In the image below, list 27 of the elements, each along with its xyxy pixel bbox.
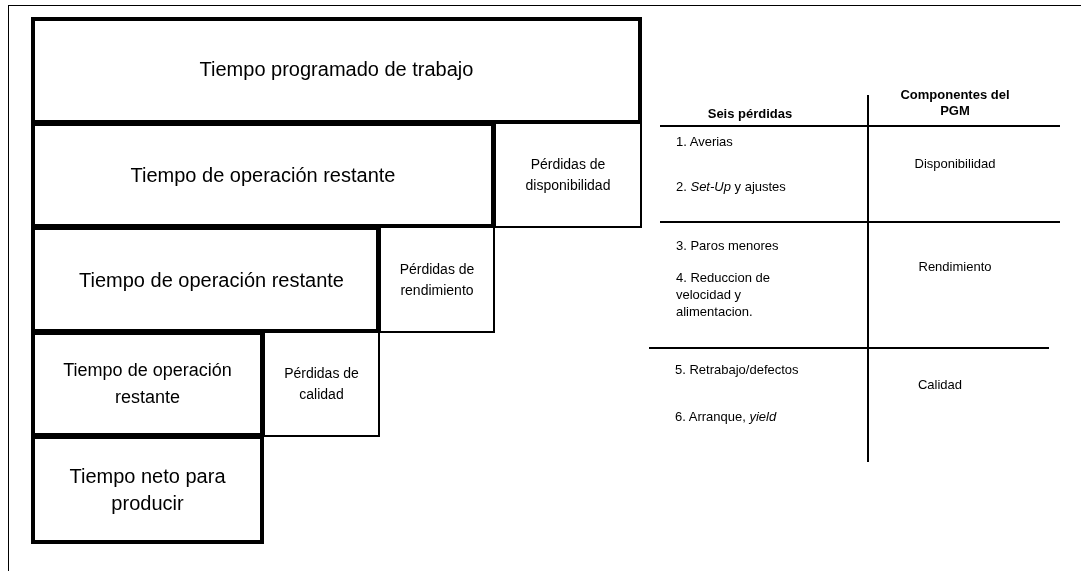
component-name: Disponibilidad bbox=[913, 155, 997, 173]
box-label: Tiempo programado de trabajo bbox=[198, 56, 475, 82]
component-name: Calidad bbox=[916, 376, 964, 394]
box-label: Pérdidas de rendimiento bbox=[398, 259, 476, 300]
box-label: Pérdidas de disponibilidad bbox=[524, 155, 612, 195]
time-box bbox=[31, 435, 264, 544]
box-label: Tiempo neto para producir bbox=[68, 463, 227, 516]
box-label: Pérdidas de calidad bbox=[283, 364, 360, 404]
loss-item: 3. Paros menores bbox=[676, 237, 780, 255]
time-box bbox=[261, 331, 380, 437]
box-label: Tiempo de operación restante bbox=[62, 359, 233, 409]
time-box bbox=[31, 122, 495, 228]
loss-item: 5. Retrabajo/defectos bbox=[675, 361, 800, 379]
loss-item: 6. Arranque, yield bbox=[675, 408, 778, 426]
loss-item: 1. Averias bbox=[676, 133, 734, 151]
component-name: Rendimiento bbox=[917, 258, 993, 276]
time-box bbox=[31, 17, 642, 124]
time-box bbox=[377, 226, 495, 333]
time-box bbox=[31, 226, 380, 333]
time-box bbox=[492, 122, 642, 228]
loss-item: 4. Reduccion de velocidad y alimentacion. bbox=[676, 270, 771, 321]
column-header: Seis pérdidas bbox=[706, 105, 794, 123]
column-header: Componentes del PGM bbox=[899, 87, 1011, 120]
box-label: Tiempo de operación restante bbox=[129, 163, 397, 188]
loss-item: 2. Set-Up y ajustes bbox=[676, 178, 787, 196]
time-box bbox=[31, 331, 264, 437]
box-label: Tiempo de operación restante bbox=[78, 267, 345, 293]
